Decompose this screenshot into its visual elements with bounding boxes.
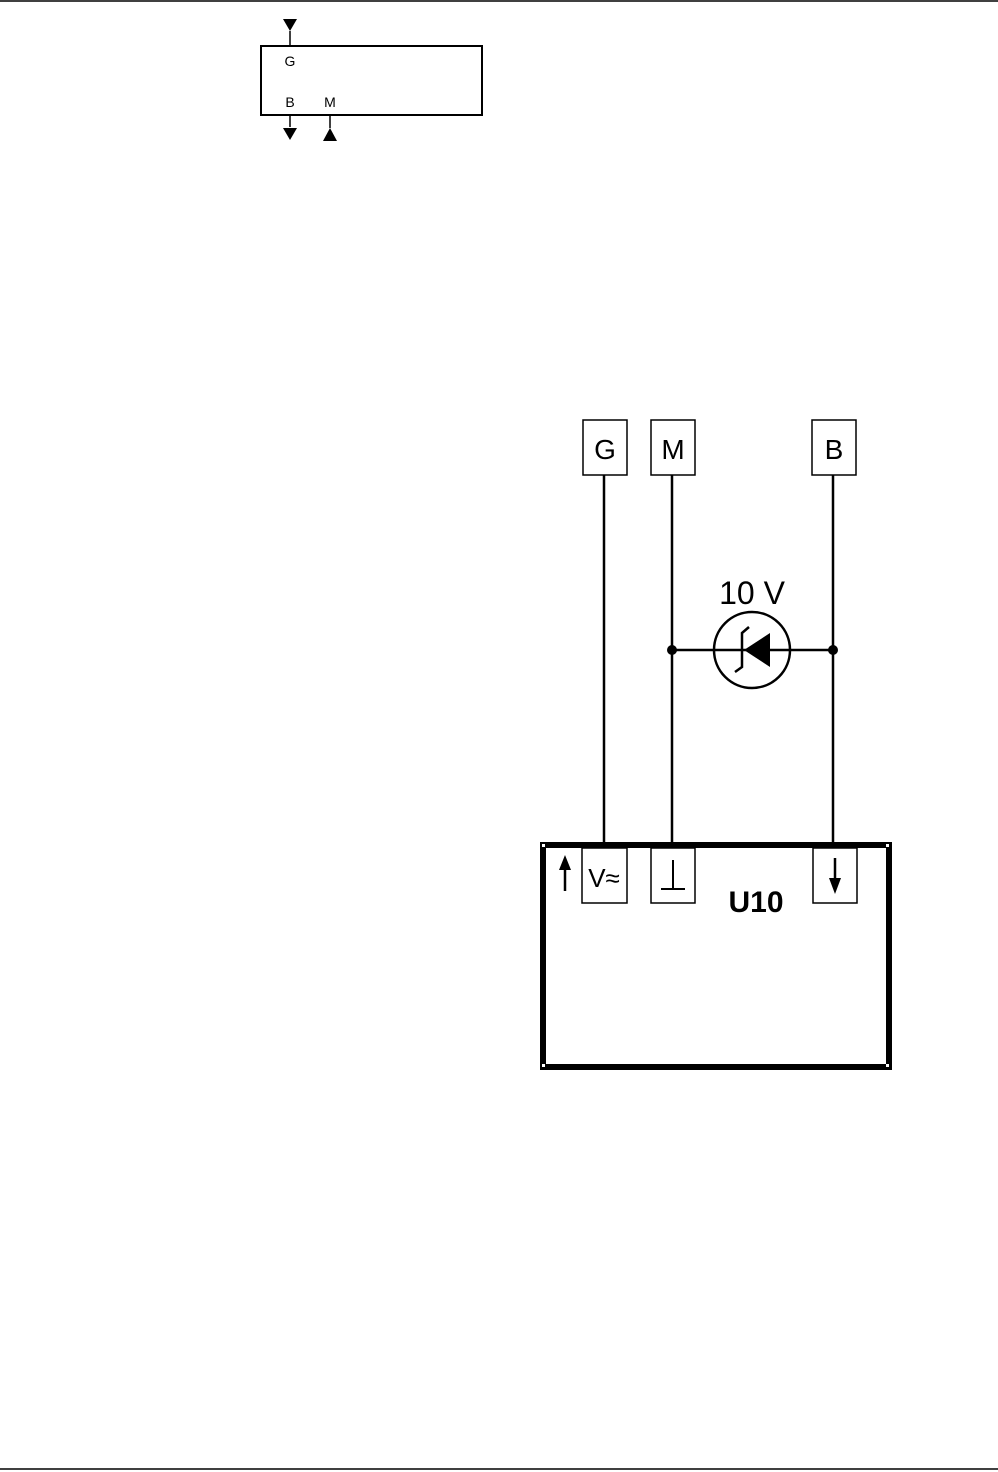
terminal-m: M: [651, 420, 695, 475]
module-label: U10: [728, 886, 783, 919]
terminal-g-label: G: [594, 434, 616, 465]
zener-diode: 10 V: [714, 575, 790, 688]
module-corner-tl: [542, 844, 545, 847]
small-connector-block: G B M: [261, 19, 482, 141]
zener-rating-label: 10 V: [719, 575, 785, 611]
small-block-pin-b: B: [285, 94, 294, 110]
terminal-g: G: [583, 420, 627, 475]
g-input-arrow-icon: [283, 19, 297, 31]
side-up-arrow-icon: [559, 855, 571, 870]
module-corner-br: [886, 1064, 889, 1067]
b-output-arrow-icon: [283, 128, 297, 140]
junction-b-dot: [828, 645, 838, 655]
terminal-b: B: [812, 420, 856, 475]
terminal-b-label: B: [825, 434, 844, 465]
m-input-arrow-icon: [323, 128, 337, 141]
terminal-m-label: M: [661, 434, 684, 465]
junction-m-dot: [667, 645, 677, 655]
small-block-pin-m: M: [324, 94, 336, 110]
module-u10: V≈ U10: [542, 844, 889, 1067]
small-block-pin-g: G: [285, 53, 296, 69]
module-pin-g-symbol: V≈: [588, 863, 620, 893]
module-corner-bl: [542, 1064, 545, 1067]
module-corner-tr: [886, 844, 889, 847]
